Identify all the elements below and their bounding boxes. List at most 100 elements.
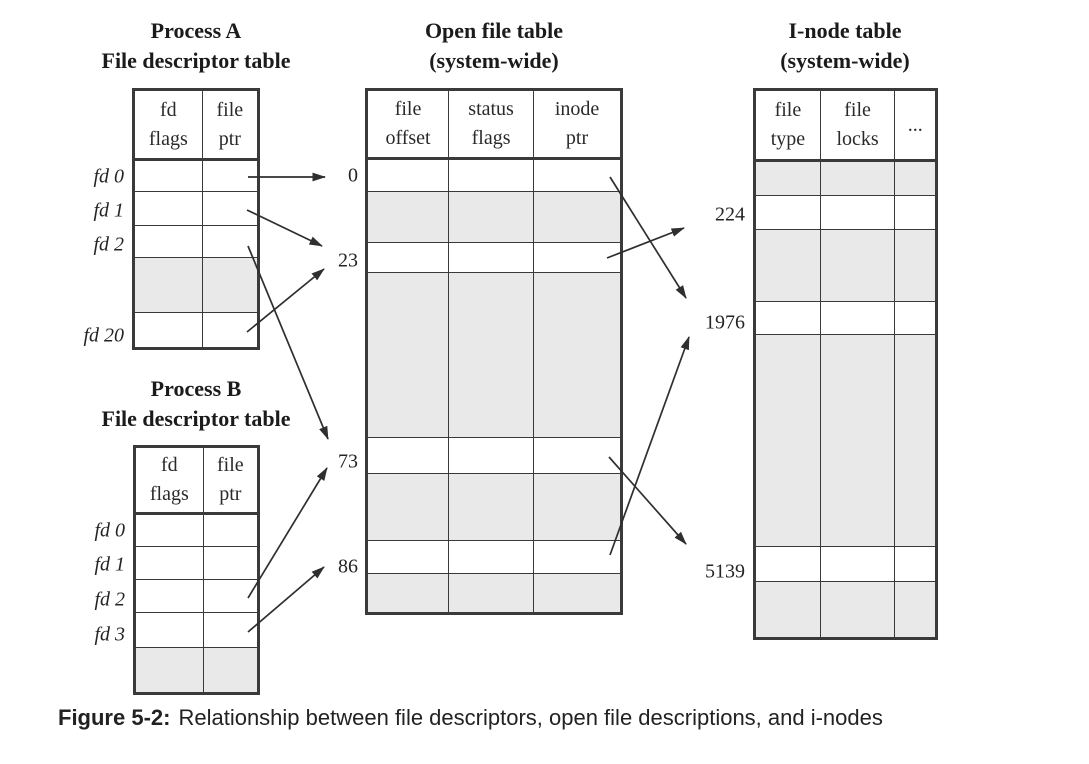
table-row <box>368 192 620 243</box>
table-row <box>368 574 620 612</box>
table-row <box>368 160 620 192</box>
table-cell <box>135 226 203 257</box>
table-cell <box>368 273 450 437</box>
table-cell <box>203 161 257 191</box>
column-header-line: fd <box>160 98 177 121</box>
table-cell <box>135 192 203 225</box>
figure-caption-text: Relationship between file descriptors, o… <box>178 705 883 730</box>
table-row <box>135 226 257 258</box>
table-cell <box>534 574 620 612</box>
table-cell <box>204 547 257 579</box>
table-row <box>756 582 935 637</box>
process-a-fd-table-title: Process A File descriptor table <box>0 16 396 76</box>
table-title-line: File descriptor table <box>101 406 291 431</box>
open-file-table-row-label: 23 <box>338 249 358 272</box>
table-cell <box>821 230 896 301</box>
table-row <box>756 302 935 335</box>
table-cell <box>368 541 450 573</box>
table-row <box>756 230 935 302</box>
table-cell <box>449 160 535 191</box>
table-row <box>135 161 257 192</box>
table-cell <box>136 547 204 579</box>
table-cell <box>756 302 821 334</box>
table-row <box>756 335 935 547</box>
process-b-fd-table-row-label: fd 1 <box>94 553 125 576</box>
table-row <box>135 258 257 313</box>
table-cell <box>204 648 257 692</box>
column-header-line: flags <box>149 483 189 505</box>
table-cell <box>534 541 620 573</box>
table-cell <box>534 160 620 191</box>
table-row <box>135 192 257 226</box>
column-header-line: file <box>774 99 802 121</box>
column-header: fd flags <box>135 91 203 158</box>
table-cell <box>368 574 450 612</box>
open-file-table-row-label: 0 <box>348 164 358 187</box>
table-cell <box>203 192 257 225</box>
table-row <box>368 273 620 438</box>
table-title-line: File descriptor table <box>101 48 291 73</box>
table-title-line: Process A <box>150 18 242 43</box>
inode-table-row-label: 1976 <box>705 311 745 334</box>
table-cell <box>136 580 204 612</box>
process-a-fd-table-row-label: fd 2 <box>93 233 124 256</box>
open-file-table-title: Open file table(system-wide) <box>294 16 694 76</box>
table-cell <box>534 273 620 437</box>
table-row <box>368 541 620 574</box>
open-file-table-row-label: 86 <box>338 555 358 578</box>
table-cell <box>821 196 896 229</box>
table-cell <box>534 474 620 540</box>
table-row <box>136 580 257 613</box>
table-cell <box>368 243 450 272</box>
table-cell <box>204 580 257 612</box>
table-cell <box>449 438 535 473</box>
table-cell <box>895 196 935 229</box>
column-header-line: status <box>468 98 514 120</box>
table-title-line: (system-wide) <box>780 48 910 73</box>
table-cell <box>895 335 935 546</box>
table-cell <box>135 258 203 312</box>
table-cell <box>136 515 204 546</box>
table-cell <box>534 192 620 242</box>
column-header-line: flags <box>148 127 188 150</box>
process-a-fd-table-row-label: fd 20 <box>83 324 124 347</box>
table-row <box>756 162 935 196</box>
table-cell <box>449 474 535 540</box>
table-row <box>136 613 257 648</box>
table-cell <box>821 302 896 334</box>
column-header: ... <box>895 91 935 159</box>
inode-table-row-label: 224 <box>715 203 745 226</box>
table-cell <box>368 438 450 473</box>
table-cell <box>449 243 535 272</box>
column-header-line: file <box>216 98 244 121</box>
column-header-line: file <box>394 98 422 120</box>
table-cell <box>756 582 821 637</box>
table-row <box>368 438 620 474</box>
table-cell <box>821 162 896 195</box>
column-header-line: flags <box>471 127 511 149</box>
table-cell <box>368 474 450 540</box>
table-cell <box>895 547 935 581</box>
process-a-fd-table-row-label: fd 0 <box>93 165 124 188</box>
table-cell <box>135 161 203 191</box>
table-cell <box>756 230 821 301</box>
table-cell <box>204 515 257 546</box>
table-row <box>756 196 935 230</box>
column-header: status flags <box>449 91 535 157</box>
table-cell <box>449 192 535 242</box>
table-row <box>756 547 935 582</box>
column-header-line: ptr <box>219 483 242 505</box>
column-header-line: ... <box>907 113 923 136</box>
table-title-line: Process B <box>150 376 242 401</box>
